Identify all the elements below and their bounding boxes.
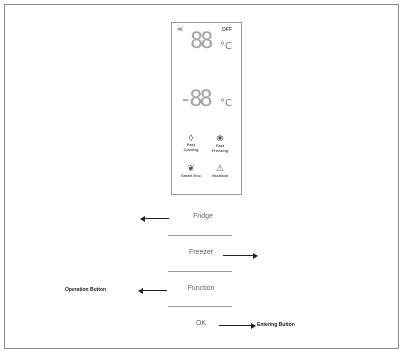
divider-line (168, 235, 232, 236)
function-fast-freezing: ❀ Fast Freezing (209, 133, 231, 153)
fast-cooling-label: Fast Cooling (183, 142, 199, 152)
leaf-icon: ❦ (187, 163, 195, 173)
fridge-unit-label: °C (220, 41, 232, 52)
off-indicator: OFF (222, 27, 232, 33)
fridge-temperature-display: 88 (190, 29, 213, 54)
vacation-icon: ⚠ (215, 163, 225, 173)
freezer-unit-label: °C (220, 98, 232, 109)
fridge-button[interactable]: Fridge (193, 213, 213, 220)
ok-arrow (219, 322, 256, 329)
mode-icon: ≪ (177, 27, 184, 33)
entering-button-callout: Entering Button (257, 322, 295, 328)
fast-freezing-label: Fast Freezing (211, 143, 229, 153)
ok-button[interactable]: OK (195, 320, 207, 327)
function-fast-cooling: ◊ Fast Cooling (180, 133, 202, 152)
function-button[interactable]: Function (187, 285, 215, 292)
divider-line (168, 306, 232, 307)
vacation-label: Vacation (211, 173, 229, 178)
freezer-button[interactable]: Freezer (188, 249, 214, 256)
diagram-frame: ≪ OFF 88 °C -88 °C ◊ Fast Cooling ❀ Fast… (4, 4, 399, 349)
fast-freezing-icon: ❀ (216, 133, 224, 143)
fridge-arrow (140, 215, 169, 222)
display-panel: ≪ OFF 88 °C -88 °C ◊ Fast Cooling ❀ Fast… (171, 22, 242, 195)
operation-button-callout: Operation Button (65, 287, 107, 293)
fast-cooling-icon: ◊ (188, 133, 194, 143)
freezer-arrow (223, 252, 258, 259)
function-vacation: ⚠ Vacation (209, 163, 231, 179)
smart-eco-label: Smart Eco (181, 173, 201, 178)
divider-line (168, 271, 232, 272)
function-smart-eco: ❦ Smart Eco (180, 163, 202, 179)
freezer-temperature-display: -88 (179, 87, 213, 112)
function-arrow (138, 287, 167, 294)
